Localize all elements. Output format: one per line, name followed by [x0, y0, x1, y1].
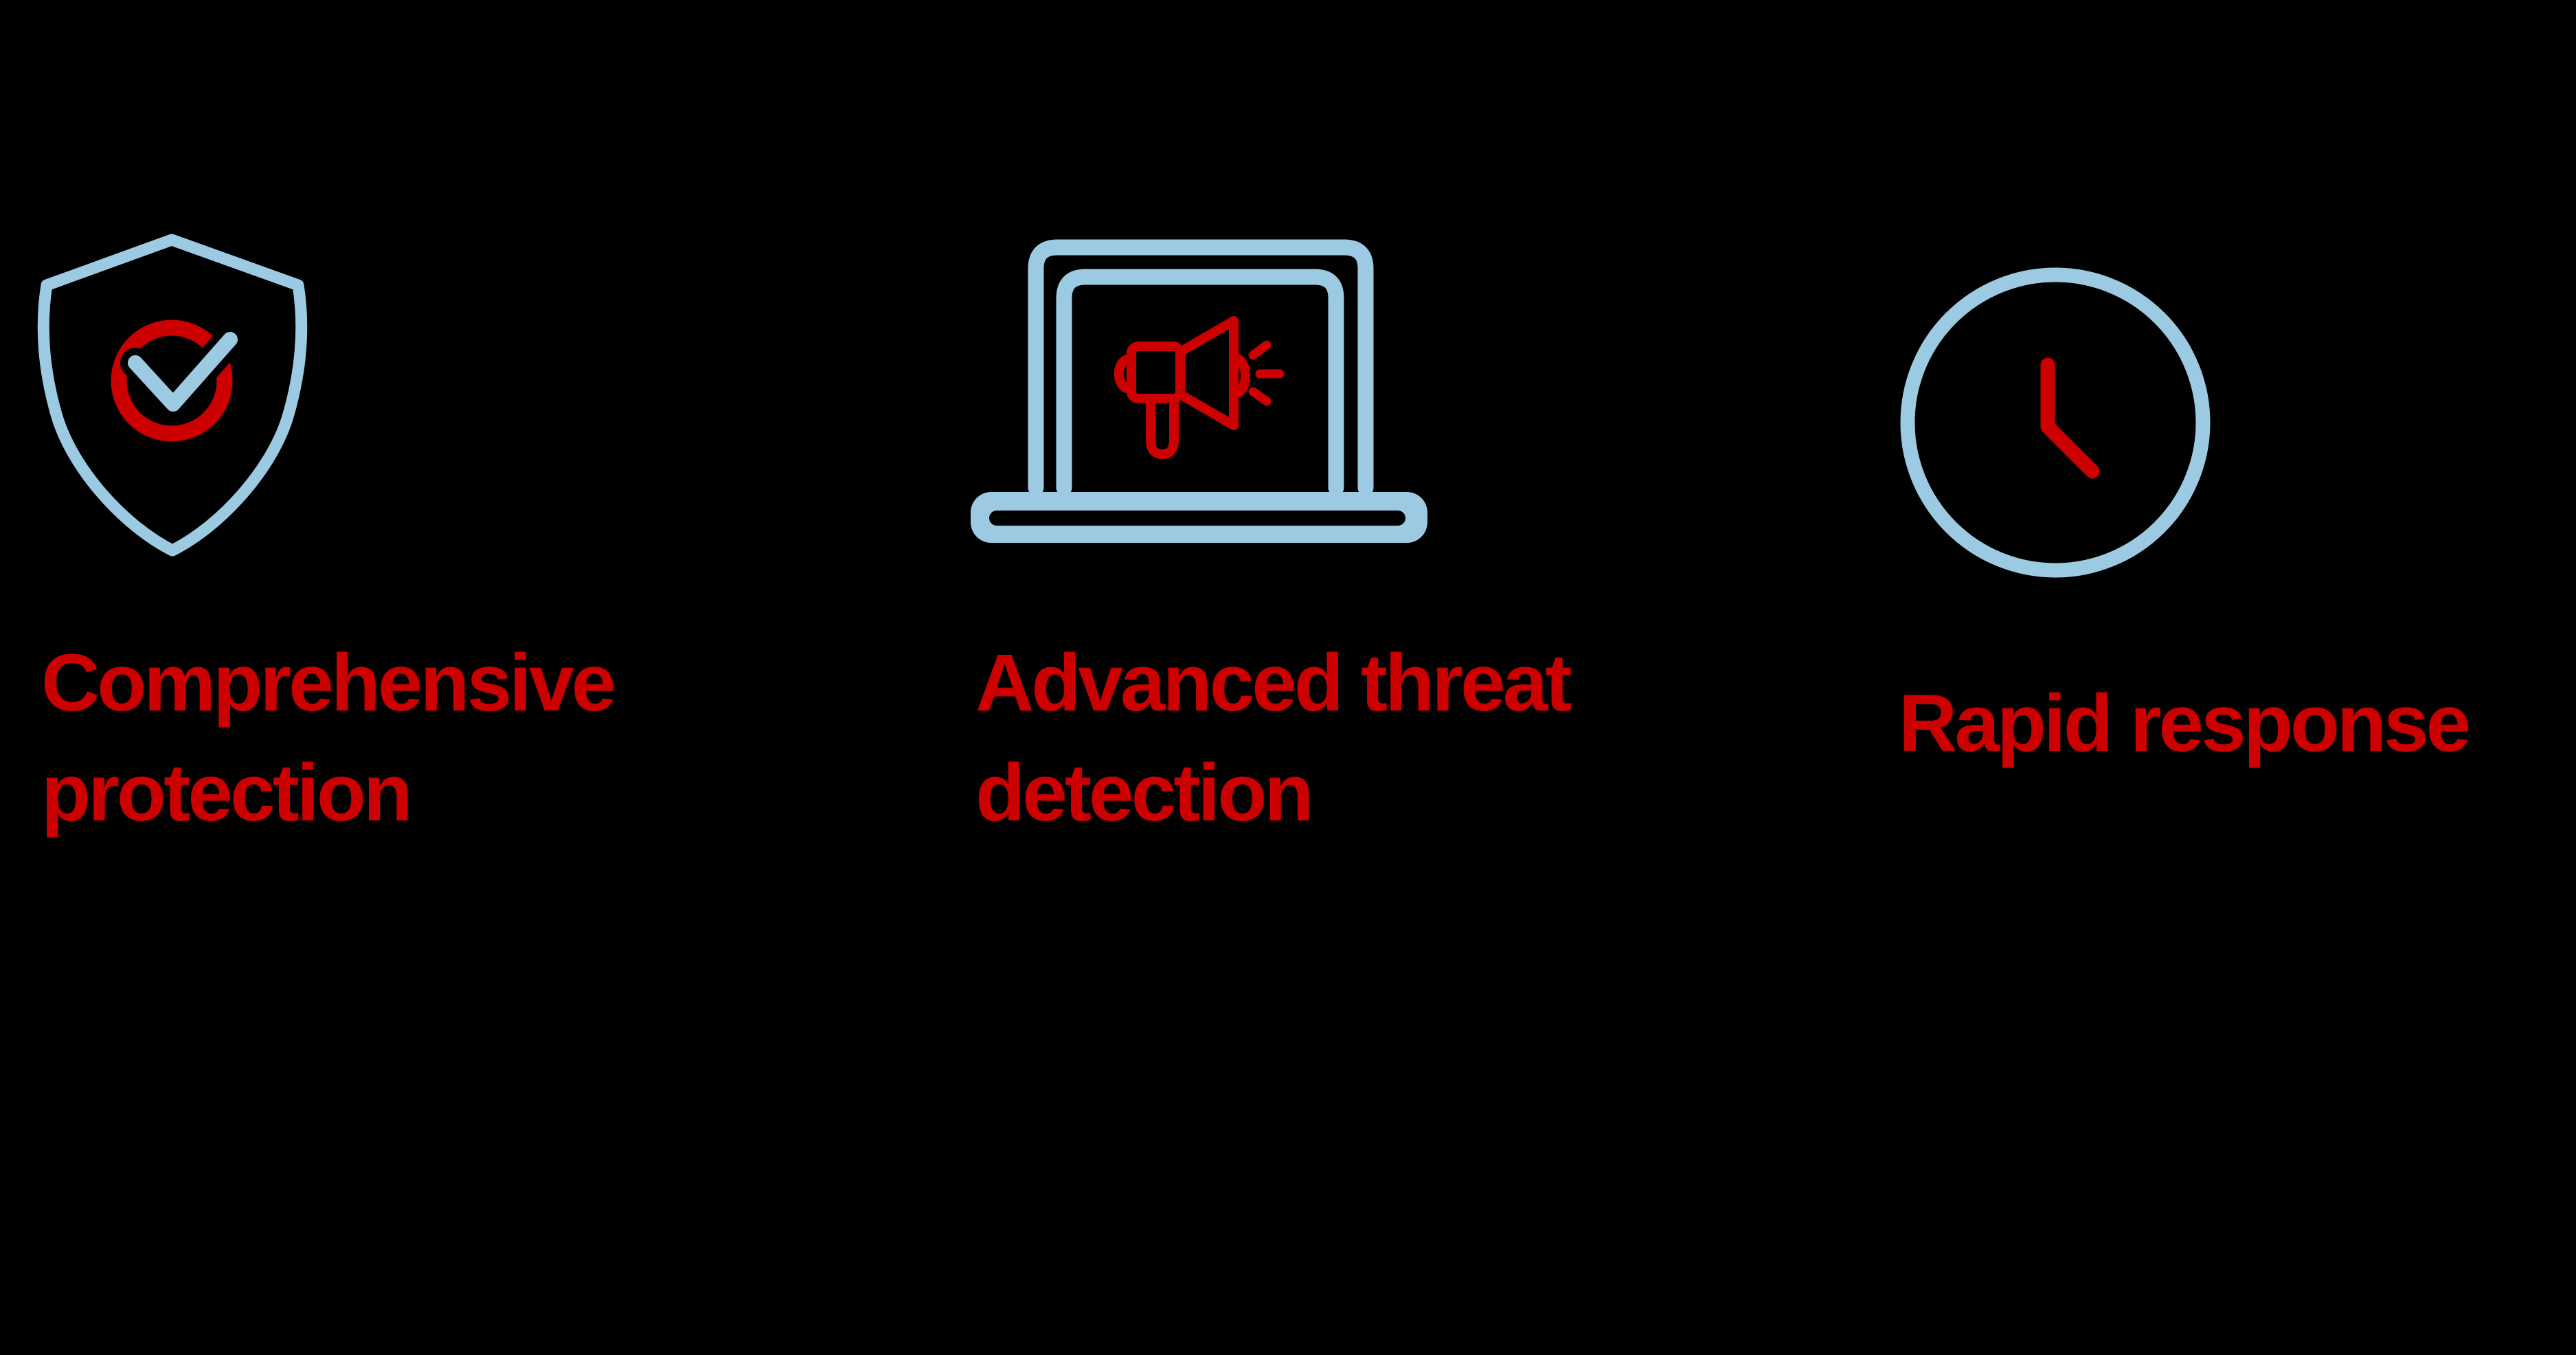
- sound-wave-tick-top: [1248, 340, 1272, 360]
- feature-label: Rapid response: [1899, 669, 2471, 779]
- megaphone-handle: [1146, 399, 1179, 459]
- megaphone-body: [1127, 341, 1185, 403]
- checkmark: [128, 332, 238, 412]
- feature-label: Advanced threat detection: [975, 628, 1572, 848]
- laptop-announcement-icon: [971, 239, 1427, 543]
- feature-label-line: Rapid response: [1899, 678, 2471, 769]
- megaphone-cone: [1177, 316, 1239, 430]
- megaphone: [1114, 316, 1285, 459]
- sound-wave-tick-bottom: [1248, 387, 1272, 406]
- megaphone-mouth-bump: [1230, 353, 1250, 399]
- check-circle: [111, 320, 233, 442]
- laptop-screen-outer: [1028, 239, 1374, 496]
- laptop-base-slot: [989, 511, 1405, 526]
- feature-label: Comprehensive protection: [41, 628, 616, 848]
- feature-label-line: protection: [41, 748, 413, 838]
- shield-outline: [37, 234, 308, 557]
- feature-label-line: detection: [975, 748, 1313, 838]
- megaphone-back-bump: [1114, 355, 1131, 393]
- clock-hands: [2040, 357, 2100, 479]
- laptop-screen-inner: [1056, 269, 1344, 496]
- clock-face: [1900, 267, 2211, 578]
- feature-label-line: Comprehensive: [41, 638, 616, 728]
- clock-icon: [1900, 267, 2211, 578]
- feature-label-line: Advanced threat: [975, 638, 1572, 728]
- shield-check-icon: [37, 234, 308, 557]
